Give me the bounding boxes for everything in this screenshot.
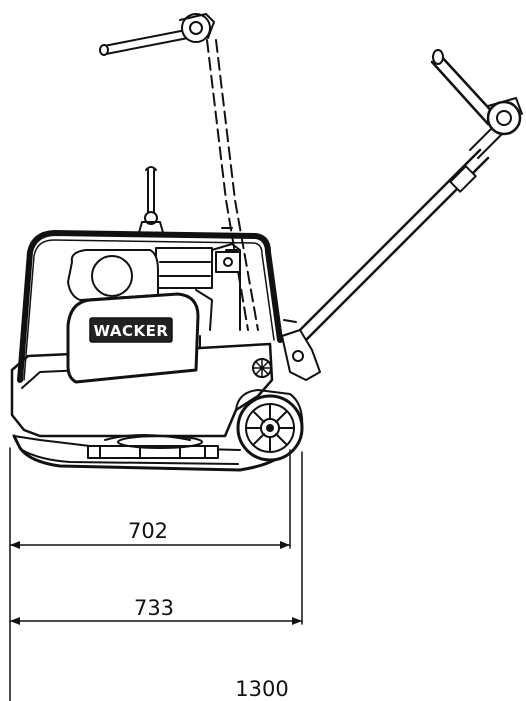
- base-plate: [12, 434, 280, 472]
- dimension-label-733: 733: [134, 596, 174, 620]
- guide-handle-upright-grip: [99, 13, 241, 273]
- lifting-eye: [137, 166, 165, 237]
- transport-wheel: [235, 389, 304, 462]
- guide-handle-working: [281, 49, 523, 381]
- guide-handle-upright: [206, 39, 259, 331]
- dimension-lines: [9, 447, 303, 701]
- brand-badge: WACKER: [89, 317, 173, 343]
- pivot-knob: [252, 358, 272, 378]
- dimension-label-702: 702: [128, 519, 168, 543]
- engine: [67, 243, 241, 331]
- dimension-label-1300: 1300: [235, 677, 288, 701]
- protective-frame: [17, 230, 283, 383]
- brand-label: WACKER: [94, 322, 169, 340]
